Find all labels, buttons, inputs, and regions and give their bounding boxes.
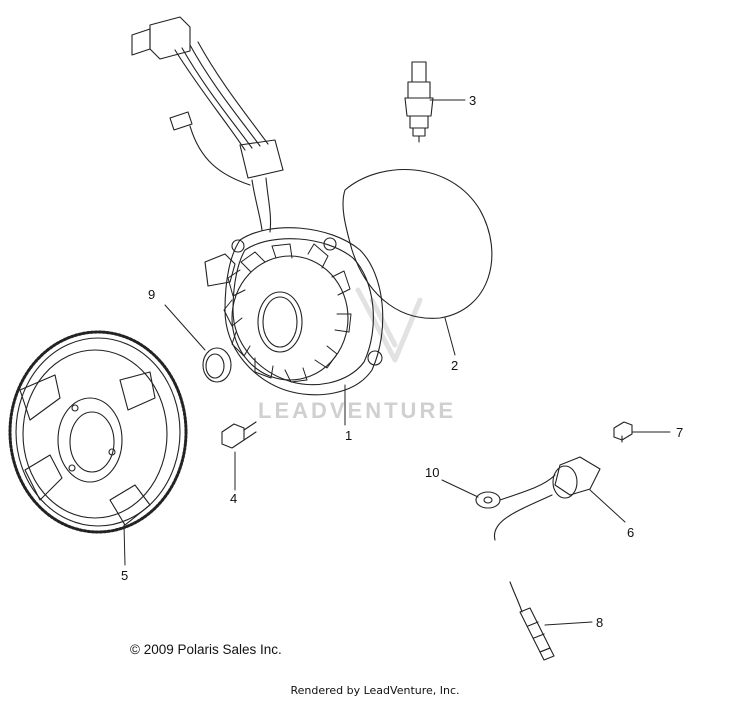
- callout-8[interactable]: 8: [596, 615, 603, 630]
- part-2-gasket[interactable]: [342, 168, 493, 319]
- callout-6[interactable]: 6: [627, 525, 634, 540]
- leader-9: [164, 304, 206, 351]
- part-4-bolt[interactable]: [221, 421, 257, 449]
- part-7-screw[interactable]: [613, 421, 633, 443]
- part-3-spark-plug[interactable]: [404, 61, 434, 143]
- leader-6: [589, 489, 626, 523]
- stator-wire-harness: [131, 16, 284, 233]
- part-6-sensor[interactable]: [493, 456, 601, 541]
- callout-7[interactable]: 7: [676, 425, 683, 440]
- leader-2: [444, 317, 456, 356]
- callout-2[interactable]: 2: [451, 358, 458, 373]
- callout-9[interactable]: 9: [148, 287, 155, 302]
- callout-10[interactable]: 10: [425, 465, 439, 480]
- part-1-stator[interactable]: [204, 227, 384, 396]
- callout-5[interactable]: 5: [121, 568, 128, 583]
- svg-text:LEADVENTURE: LEADVENTURE: [258, 398, 456, 423]
- leadventure-watermark: LEADVENTURE: [258, 287, 456, 423]
- leader-lines: [123, 99, 671, 626]
- callout-1[interactable]: 1: [345, 428, 352, 443]
- part-8-probe[interactable]: [509, 581, 555, 661]
- rendered-by-text: Rendered by LeadVenture, Inc.: [290, 684, 460, 697]
- callout-3[interactable]: 3: [469, 93, 476, 108]
- part-10-washer[interactable]: [475, 491, 501, 509]
- leader-10: [441, 479, 479, 498]
- part-5-flywheel[interactable]: [8, 330, 188, 534]
- leader-8: [544, 621, 593, 626]
- copyright-text: © 2009 Polaris Sales Inc.: [130, 642, 282, 657]
- callout-4[interactable]: 4: [230, 491, 237, 506]
- leader-5: [123, 524, 126, 566]
- part-9-seal[interactable]: [202, 347, 232, 383]
